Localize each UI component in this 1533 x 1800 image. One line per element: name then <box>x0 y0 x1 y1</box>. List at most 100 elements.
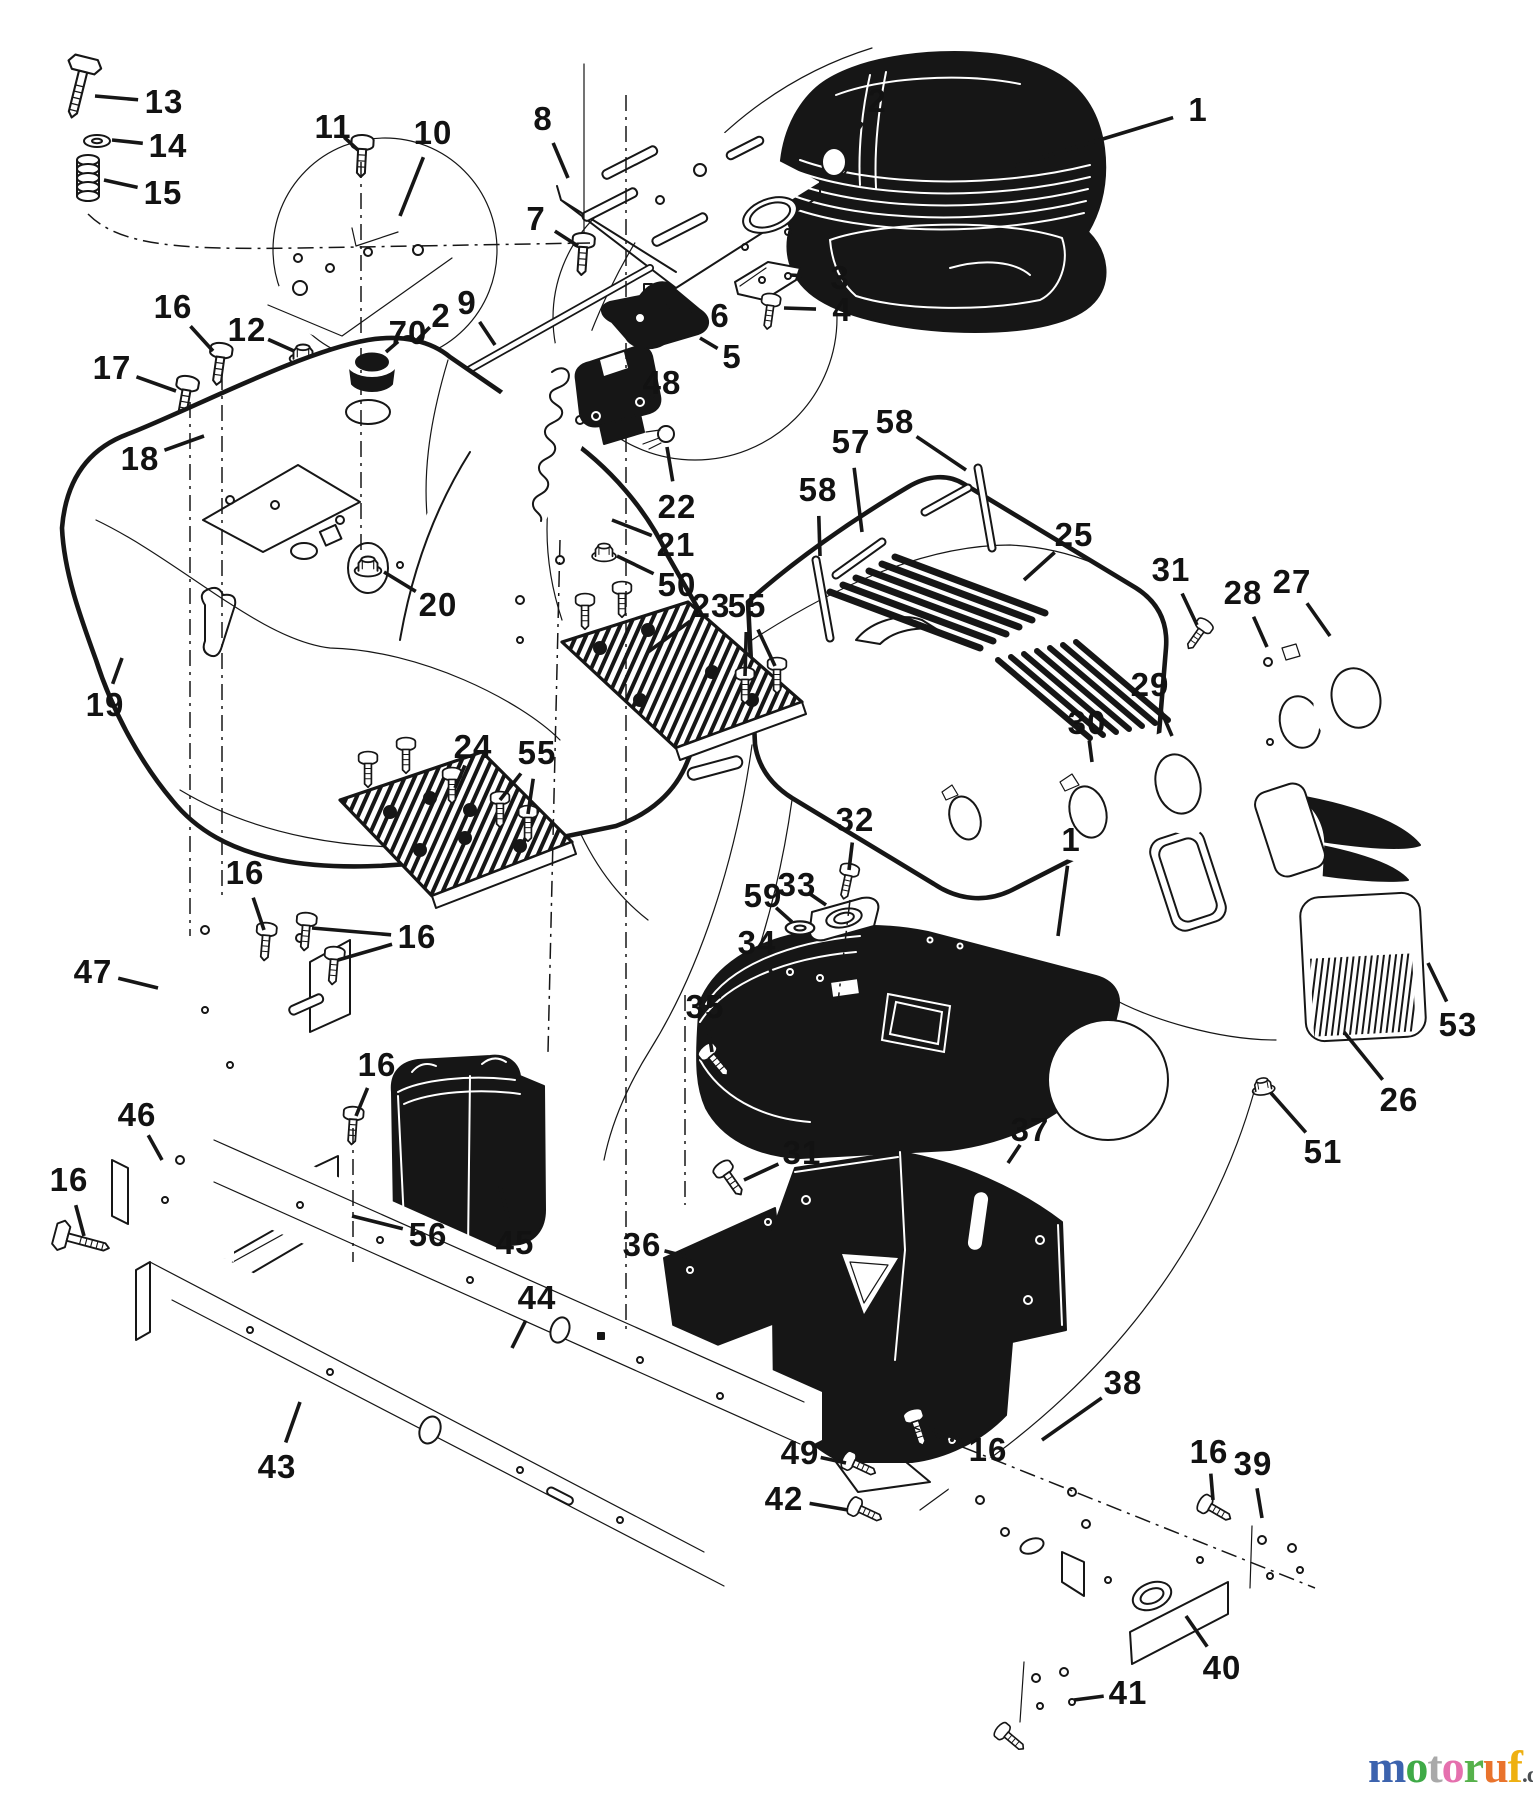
leader-line-55 <box>498 772 523 802</box>
leader-line-2 <box>841 121 865 153</box>
leader-line-4 <box>783 306 817 311</box>
leader-line-3 <box>789 273 818 279</box>
lower-dash-34 <box>696 924 1169 1159</box>
callout-13: 13 <box>144 83 184 120</box>
watermark-letter: t <box>1427 1741 1442 1792</box>
leader-line-16 <box>927 1426 965 1443</box>
front-cowl-and-grille <box>919 615 1437 1511</box>
callout-9: 9 <box>457 284 477 321</box>
seat-plate-10 <box>258 214 462 347</box>
callout-32: 32 <box>835 801 875 838</box>
callout-55: 55 <box>517 734 557 771</box>
callout-53: 53 <box>1438 1006 1478 1043</box>
callout-17: 17 <box>92 349 132 386</box>
leader-line-13 <box>94 94 139 102</box>
leader-line-35 <box>706 1026 714 1053</box>
watermark-suffix: .de <box>1522 1762 1533 1787</box>
plate-39 <box>1242 1516 1317 1597</box>
leader-line-41 <box>1073 1694 1104 1702</box>
leader-line-29 <box>1158 707 1174 737</box>
callout-5: 5 <box>722 338 742 375</box>
callout-43: 43 <box>257 1448 297 1485</box>
callout-51: 51 <box>1303 1133 1343 1170</box>
leader-line-20 <box>383 570 417 593</box>
callout-46: 46 <box>117 1096 157 1133</box>
plate-41 <box>1011 1652 1093 1731</box>
leader-line-16 <box>1209 1473 1215 1501</box>
callout-21: 21 <box>656 526 696 563</box>
leader-line-51 <box>1269 1091 1308 1134</box>
callout-40: 40 <box>1202 1649 1242 1686</box>
callout-70: 70 <box>388 314 428 351</box>
callout-16: 16 <box>357 1046 397 1083</box>
leader-line-19 <box>110 657 124 685</box>
leader-line-55 <box>526 778 535 815</box>
headlight-pod-30 <box>1050 758 1120 866</box>
callout-15: 15 <box>143 174 183 211</box>
callout-22: 22 <box>657 488 697 525</box>
callout-11: 11 <box>314 108 352 145</box>
side-panel-37 <box>771 1151 1067 1493</box>
leader-line-27 <box>1305 602 1332 638</box>
leader-line-15 <box>103 178 138 190</box>
leader-line-56 <box>351 1214 404 1231</box>
leader-line-23 <box>646 619 692 654</box>
callout-44: 44 <box>517 1279 557 1316</box>
callout-16: 16 <box>1189 1433 1229 1470</box>
callout-14: 14 <box>148 127 188 164</box>
leader-line-28 <box>1251 616 1269 648</box>
leader-line-10 <box>398 156 426 217</box>
callout-35: 35 <box>685 988 725 1025</box>
leader-line-8 <box>551 142 570 179</box>
leader-line-38 <box>1040 1396 1103 1442</box>
bracket-3 <box>734 261 801 301</box>
leader-line-33 <box>809 892 828 907</box>
leader-line-43 <box>283 1401 302 1444</box>
screw-22 <box>642 425 675 450</box>
leader-line-18 <box>163 434 205 452</box>
frame-rail-43 <box>135 1242 760 1618</box>
callout-25: 25 <box>1054 516 1094 553</box>
footrest-24 <box>338 736 577 909</box>
cowl-lamp-openings <box>1149 782 1326 932</box>
knob-5 <box>601 281 709 350</box>
watermark-letter: r <box>1463 1741 1484 1792</box>
watermark-letter: o <box>1405 1741 1428 1792</box>
leader-line-22 <box>665 446 675 482</box>
leader-line-16 <box>189 325 215 353</box>
leader-line-55 <box>756 628 777 667</box>
callout-6: 6 <box>710 297 730 334</box>
channel-40 <box>1061 1514 1229 1665</box>
headlight-lens-27 <box>1312 632 1397 753</box>
callout-16: 16 <box>49 1161 89 1198</box>
callout-19: 19 <box>85 686 125 723</box>
leader-line-2 <box>414 325 432 343</box>
callout-58: 58 <box>798 471 838 508</box>
callout-7: 7 <box>526 200 546 237</box>
leader-line-45 <box>498 1185 511 1219</box>
leader-line-16 <box>311 926 392 937</box>
leader-line-58 <box>915 435 968 472</box>
callout-1: 1 <box>1188 91 1208 128</box>
callout-49: 49 <box>780 1434 820 1471</box>
leader-line-6 <box>665 304 697 314</box>
callout-30: 30 <box>1067 704 1107 741</box>
leader-line-1 <box>1056 865 1070 937</box>
callout-18: 18 <box>120 440 160 477</box>
leader-line-46 <box>146 1134 164 1161</box>
leader-line-32 <box>847 842 855 871</box>
leader-line-44 <box>510 1319 528 1349</box>
construction-lines <box>87 95 1316 1589</box>
callout-24: 24 <box>453 728 493 765</box>
bracket-47 <box>168 906 351 1096</box>
callout-26: 26 <box>1379 1081 1419 1118</box>
leader-line-26 <box>1342 1030 1385 1081</box>
callout-56: 56 <box>408 1216 448 1253</box>
leader-line-11 <box>343 136 360 152</box>
leader-line-57 <box>852 467 864 533</box>
leader-line-36 <box>664 1249 693 1260</box>
callout-2: 2 <box>867 82 887 119</box>
hood-louvers <box>826 553 1049 652</box>
